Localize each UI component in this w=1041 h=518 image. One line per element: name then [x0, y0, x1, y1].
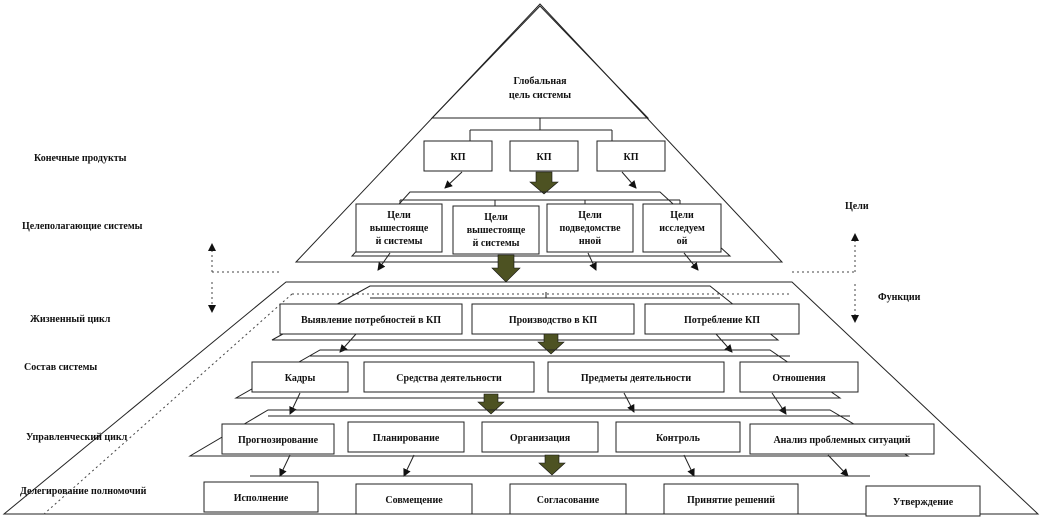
delegation-label-3: Согласование [537, 495, 600, 506]
goal-4-line3: ой [677, 236, 688, 247]
management-platform [188, 409, 910, 457]
management-label-2: Планирование [373, 433, 440, 444]
kp-label-3: КП [623, 152, 638, 163]
level-label-delegation: Делегирование полномочий [20, 486, 147, 497]
goal-1-line3: й системы [376, 236, 423, 247]
level-label-goal-setting: Целеполагающие системы [22, 221, 143, 232]
lower-trapezoid [2, 281, 1040, 515]
composition-box-4: Отношения [739, 361, 859, 393]
goal-arrow-1 [377, 252, 391, 271]
right-label-functions: Функции [878, 292, 921, 303]
kp-box-3: КП [596, 140, 666, 172]
global-goal-line1: Глобальная [513, 76, 567, 87]
life-label-1: Выявление потребностей в КП [301, 315, 441, 326]
composition-box-2: Средства деятельности [363, 361, 535, 393]
management-label-5: Анализ проблемных ситуаций [773, 435, 910, 446]
management-box-2: Планирование [347, 421, 465, 453]
life-label-2: Производство в КП [509, 315, 598, 326]
upper-pyramid [294, 3, 784, 263]
composition-arrow-4 [771, 392, 787, 415]
management-arrow-2 [403, 454, 415, 477]
kp-big-arrow [529, 171, 559, 195]
goal-1-line1: Цели [387, 210, 411, 221]
goal-box-1: Цели вышестояще й системы [355, 203, 443, 253]
management-box-4: Контроль [615, 421, 741, 453]
kp-box-2: КП [509, 140, 579, 172]
management-big-arrow [538, 454, 566, 476]
apex-triangle [430, 5, 650, 119]
kp-arrow-right [621, 171, 637, 189]
goal-2-line2: вышестояще [467, 225, 526, 236]
management-box-5: Анализ проблемных ситуаций [749, 423, 935, 455]
management-label-4: Контроль [656, 433, 701, 444]
goal-box-3: Цели подведомстве нной [546, 203, 634, 253]
management-arrow-1 [279, 454, 291, 477]
goal-arrow-4 [683, 252, 699, 271]
level-label-composition: Состав системы [24, 362, 97, 373]
composition-box-3: Предметы деятельности [547, 361, 725, 393]
management-box-3: Организация [481, 421, 599, 453]
delegation-box-4: Принятие решений [663, 483, 799, 515]
goal-2-line1: Цели [484, 212, 508, 223]
goal-3-line3: нной [579, 236, 602, 247]
goal-3-line2: подведомстве [559, 223, 621, 234]
management-label-3: Организация [510, 433, 571, 444]
composition-big-arrow [477, 393, 505, 415]
goal-box-2: Цели вышестояще й системы [452, 205, 540, 255]
kp-box-1: КП [423, 140, 493, 172]
kp-arrow-left [444, 171, 463, 189]
goal-3-line1: Цели [578, 210, 602, 221]
lower-left-inner-dashed [43, 293, 293, 515]
management-label-1: Прогнозирование [238, 435, 319, 446]
goal-2-line3: й системы [473, 238, 520, 249]
goal-box-4: Цели исследуем ой [642, 203, 722, 253]
level-label-life-cycle: Жизненный цикл [30, 314, 111, 325]
management-arrow-5 [827, 454, 849, 477]
delegation-box-1: Исполнение [203, 481, 319, 513]
composition-label-4: Отношения [772, 373, 826, 384]
level-label-management-cycle: Управленческий цикл [26, 432, 128, 443]
life-big-arrow [537, 333, 565, 355]
right-label-goals: Цели [845, 201, 869, 212]
composition-label-3: Предметы деятельности [581, 373, 691, 384]
kp-label-2: КП [536, 152, 551, 163]
life-arrow-right [715, 333, 733, 353]
delegation-label-2: Совмещение [385, 495, 443, 506]
goal-arrow-3 [587, 252, 597, 271]
composition-arrow-3 [623, 392, 635, 413]
goal-4-line1: Цели [670, 210, 694, 221]
goal-4-line2: исследуем [659, 223, 705, 234]
life-arrow-left [339, 333, 357, 353]
life-box-2: Производство в КП [471, 303, 635, 335]
life-box-3: Потребление КП [644, 303, 800, 335]
level-label-final-products: Конечные продукты [34, 153, 127, 164]
delegation-box-2: Совмещение [355, 483, 473, 515]
delegation-box-3: Согласование [509, 483, 627, 515]
composition-arrow-1 [289, 392, 301, 415]
composition-box-1: Кадры [251, 361, 349, 393]
delegation-box-5: Утверждение [865, 485, 981, 517]
global-goal-line2: цель системы [509, 90, 571, 101]
composition-label-1: Кадры [285, 373, 316, 384]
delegation-label-4: Принятие решений [687, 495, 775, 506]
management-box-1: Прогнозирование [221, 423, 335, 455]
goals-big-arrow [491, 254, 521, 283]
life-label-3: Потребление КП [684, 315, 760, 326]
management-arrow-4 [683, 454, 695, 477]
delegation-label-1: Исполнение [234, 493, 289, 504]
goals-platform-connectors [399, 199, 681, 206]
composition-label-2: Средства деятельности [396, 373, 502, 384]
delegation-label-5: Утверждение [893, 497, 954, 508]
goal-1-line2: вышестояще [370, 223, 429, 234]
apex-connectors [469, 118, 613, 141]
life-box-1: Выявление потребностей в КП [279, 303, 463, 335]
kp-label-1: КП [450, 152, 465, 163]
